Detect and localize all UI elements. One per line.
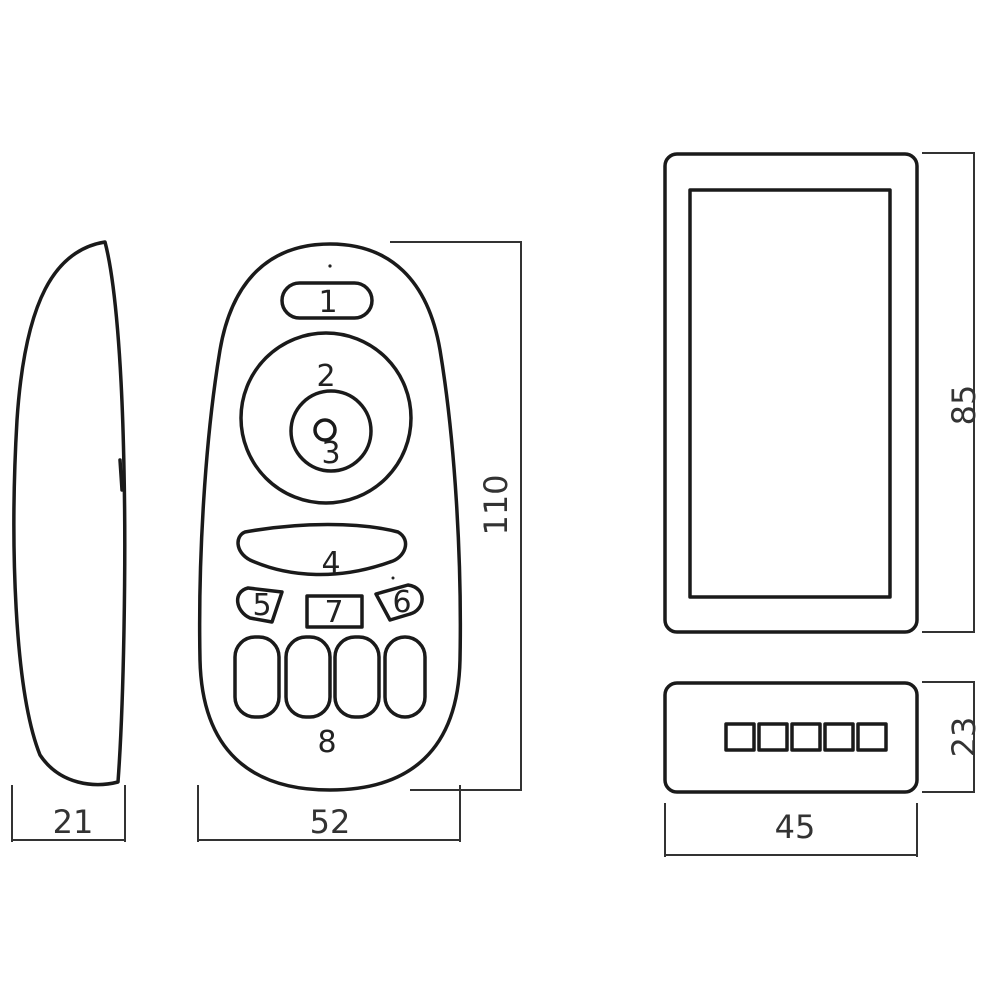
dimension-label-110: 110 bbox=[477, 474, 515, 535]
dimension-front-height: 110 bbox=[390, 241, 522, 791]
wall-holder-top bbox=[663, 681, 919, 794]
dimension-label-52: 52 bbox=[310, 803, 351, 841]
button-label-6: 6 bbox=[392, 585, 411, 620]
wall-holder-front bbox=[663, 152, 919, 634]
button-label-2: 2 bbox=[316, 359, 335, 394]
dimension-label-23: 23 bbox=[945, 717, 983, 758]
dimension-label-45: 45 bbox=[775, 808, 816, 846]
dimension-holder-height: 85 bbox=[922, 152, 983, 633]
button-label-7: 7 bbox=[324, 595, 343, 630]
dimension-holder-depth: 23 bbox=[922, 681, 983, 793]
button-label-8: 8 bbox=[317, 725, 336, 760]
dimension-label-85: 85 bbox=[945, 385, 983, 426]
dimension-label-21: 21 bbox=[53, 803, 94, 841]
button-6[interactable]: 6 bbox=[374, 576, 424, 622]
button-7[interactable]: 7 bbox=[305, 594, 364, 630]
button-5[interactable]: 5 bbox=[236, 586, 284, 624]
button-1[interactable]: 1 bbox=[280, 264, 374, 320]
button-2-ring[interactable]: 2 bbox=[239, 331, 413, 505]
button-label-3: 3 bbox=[321, 436, 340, 471]
remote-front-view: 1 2 3 4 5 6 7 bbox=[197, 242, 463, 792]
dimension-side-depth: 21 bbox=[11, 785, 126, 842]
dimension-holder-width: 45 bbox=[664, 803, 918, 857]
button-3-center[interactable]: 3 bbox=[289, 389, 373, 473]
button-label-1: 1 bbox=[318, 285, 337, 320]
button-8-group[interactable]: 8 bbox=[233, 635, 427, 760]
button-label-5: 5 bbox=[252, 588, 271, 623]
button-4-arc[interactable]: 4 bbox=[236, 522, 408, 582]
dimension-front-width: 52 bbox=[197, 785, 461, 842]
remote-side-view bbox=[12, 240, 127, 787]
button-label-4: 4 bbox=[321, 546, 340, 581]
